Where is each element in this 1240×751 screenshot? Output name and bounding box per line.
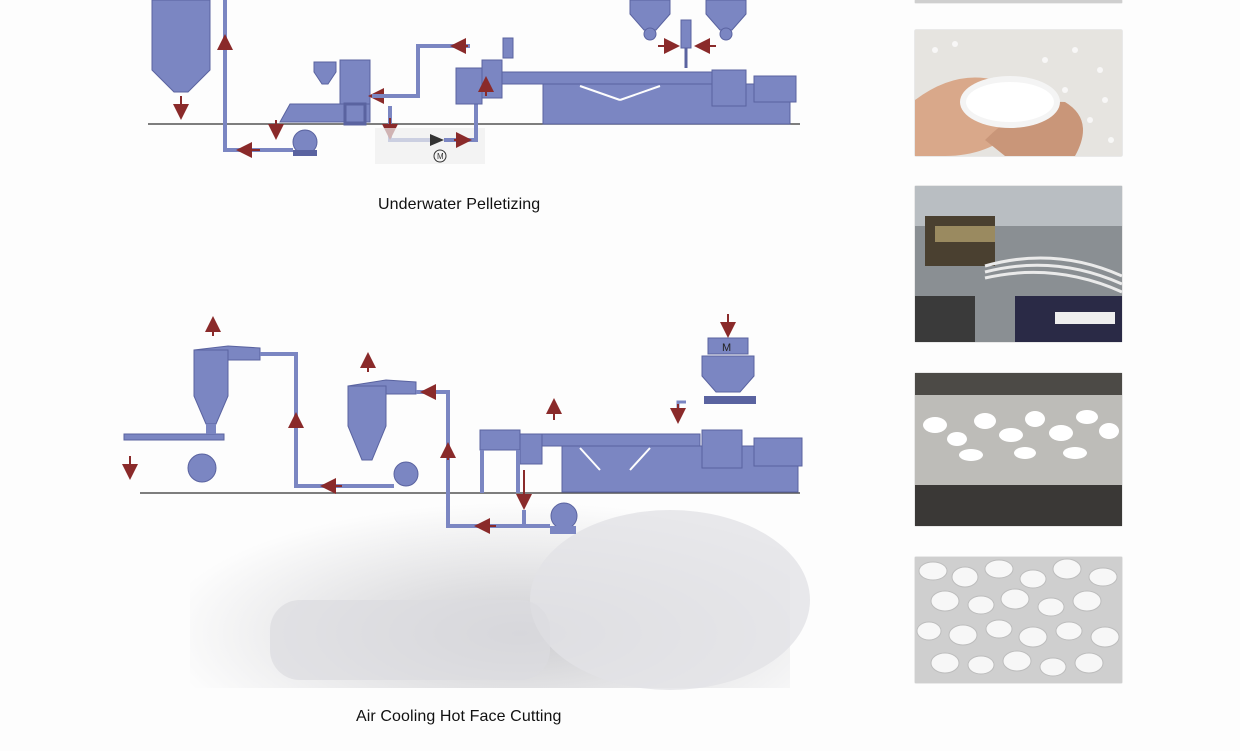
blower-3 [550,502,578,530]
caption-underwater-pelletizing: Underwater Pelletizing [378,196,541,213]
motor-circle [433,149,447,163]
extruder-base [542,83,791,125]
silo [151,0,211,93]
white-pellets-closeup-photo [915,557,1122,683]
gearbox [711,69,747,107]
gearbox [701,429,743,469]
air-cooling-hot-face-cutting-diagram: M [122,314,810,690]
side-feeder [701,355,755,393]
feeder-left [629,0,671,31]
hand-right [985,101,1083,156]
blower-2 [393,461,419,487]
underwater-pelletizing-diagram: M [148,0,800,164]
svg-text:M: M [437,152,444,161]
hot-face-cutter [479,429,521,451]
extruder-barrel [541,433,701,447]
extruder-barrel [501,71,713,85]
caption-air-cooling-hot-face-cutting: Air Cooling Hot Face Cutting [356,708,562,725]
top-cropped-photo [915,0,1122,3]
return-pipe [223,0,280,152]
drive-motor [753,75,797,103]
conveyor-cutting-photo [915,373,1122,526]
water-pump [430,134,444,146]
pellets-in-hands-photo [915,30,1122,156]
pelletizer-head [455,67,483,105]
motor-label: M [722,342,731,354]
blower-1 [187,453,217,483]
strand-extrusion-photo [915,186,1122,342]
feeder-right [705,0,747,31]
drive-motor [753,437,803,467]
